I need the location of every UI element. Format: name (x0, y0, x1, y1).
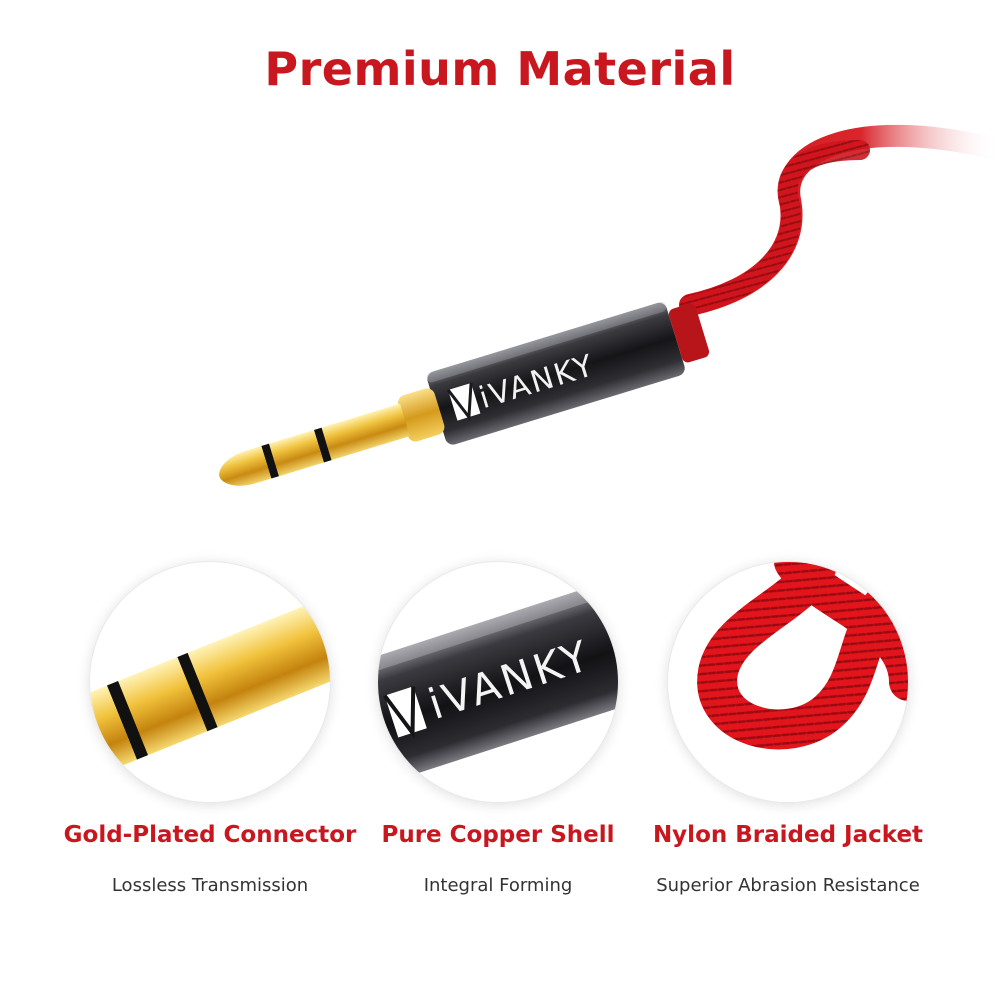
feature-title: Pure Copper Shell (381, 822, 615, 848)
feature-pure-copper-shell: iVANKY Pure Copper Shell Integral Formin… (338, 562, 658, 922)
feature-nylon-braided-jacket: Nylon Braided Jacket Superior Abrasion R… (628, 562, 948, 922)
feature-gold-plated-connector: Gold-Plated Connector Lossless Transmiss… (50, 562, 370, 922)
brand-logo-icon (446, 382, 481, 422)
feature-subtitle: Lossless Transmission (111, 875, 309, 896)
metal-shell-closeup-image: iVANKY (378, 562, 618, 802)
page-title: Premium Material (264, 42, 736, 96)
gold-plug-closeup-image (90, 562, 330, 802)
feature-title: Nylon Braided Jacket (652, 822, 924, 848)
feature-subtitle: Superior Abrasion Resistance (656, 875, 920, 896)
feature-subtitle: Integral Forming (423, 875, 573, 896)
braided-cable-closeup-image (668, 562, 908, 802)
hero-audio-cable-image: iVANKY (219, 124, 1000, 486)
feature-title: Gold-Plated Connector (63, 822, 357, 848)
